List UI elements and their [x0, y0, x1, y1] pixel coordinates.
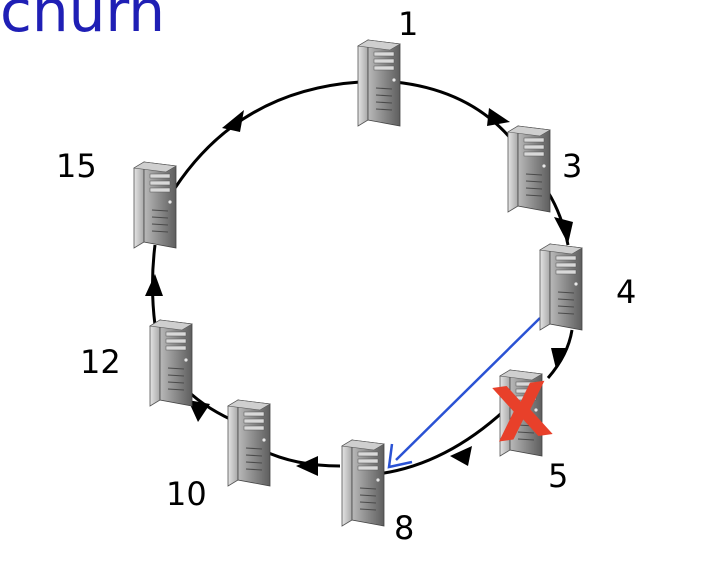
server-icon-15	[133, 161, 177, 249]
arrowhead-5-8	[450, 446, 472, 466]
server-icon-5	[499, 369, 543, 457]
arrowhead-3-4	[554, 217, 573, 244]
node-label-10: 10	[166, 475, 207, 513]
arrowhead-1-3	[487, 108, 510, 126]
server-icon-1	[357, 39, 401, 127]
edge-8-10	[261, 448, 341, 468]
arrowhead-8-10	[296, 456, 318, 476]
edge-15-1	[173, 80, 361, 189]
server-icon-10	[227, 399, 271, 487]
arrowhead-4-5	[551, 348, 568, 369]
server-icon-3	[507, 125, 551, 213]
server-icon-8	[341, 439, 385, 527]
arrowhead-12-15	[145, 274, 163, 296]
server-icon-12	[149, 319, 193, 407]
node-label-3: 3	[562, 147, 583, 185]
reroute-arrow	[387, 317, 541, 469]
failure-x-mark: X	[488, 366, 556, 459]
server-icon-4	[539, 243, 583, 331]
edge-1-3	[394, 80, 514, 141]
arrowhead-15-1	[222, 110, 244, 132]
node-label-8: 8	[394, 509, 415, 547]
slide-title-fragment: churn	[0, 0, 165, 45]
node-label-4: 4	[616, 273, 637, 311]
ring-arrowheads	[145, 108, 573, 476]
node-label-12: 12	[80, 343, 121, 381]
node-label-1: 1	[398, 5, 419, 43]
arrowhead-10-12	[188, 400, 210, 422]
edge-5-8	[377, 408, 507, 476]
node-label-5: 5	[548, 457, 569, 495]
node-label-15: 15	[56, 147, 97, 185]
